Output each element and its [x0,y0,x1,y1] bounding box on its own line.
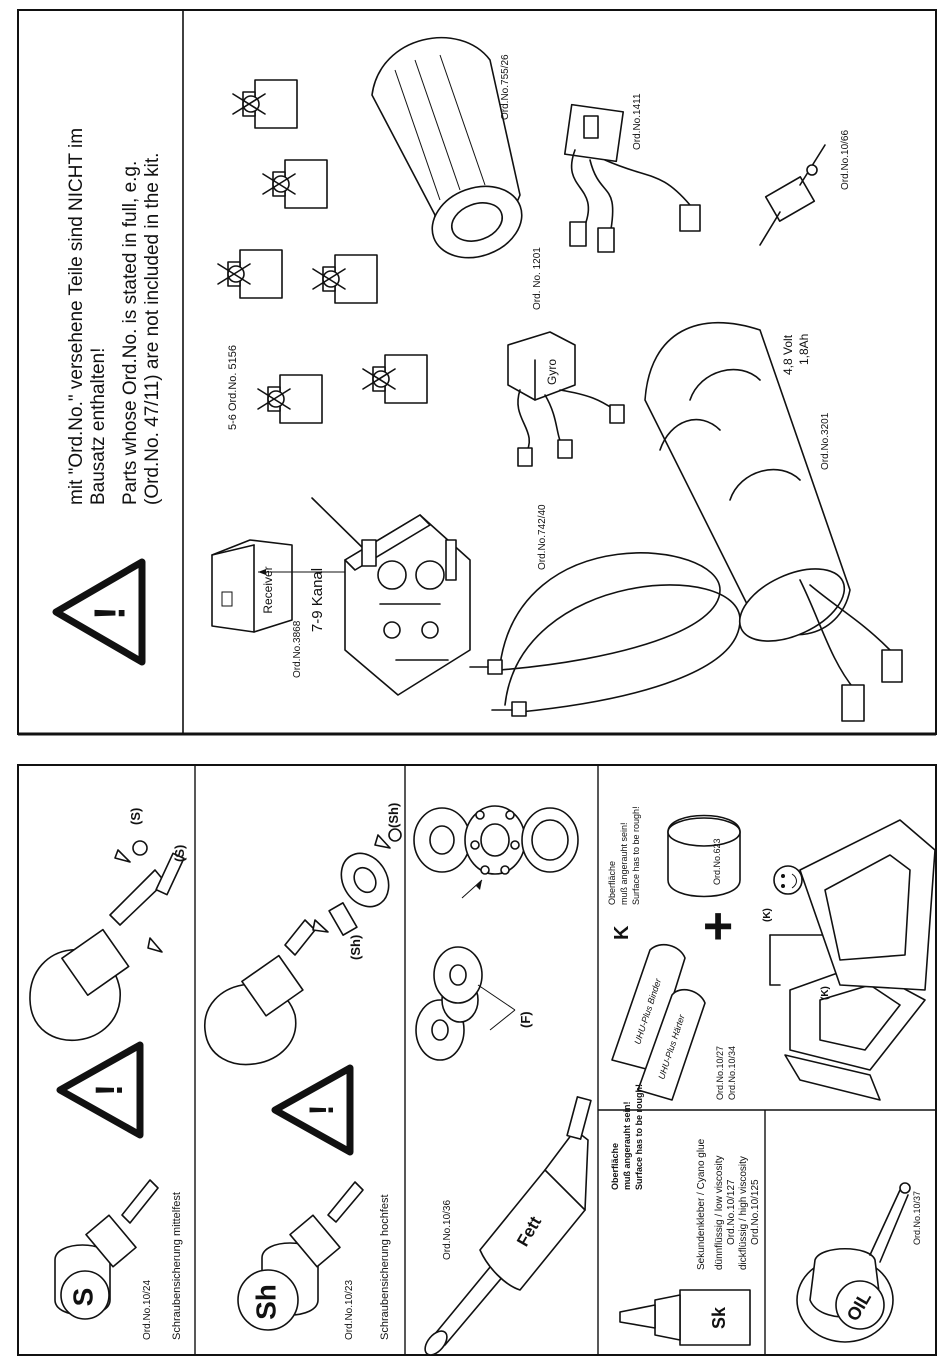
cyano-low-visc: dünnflüssig / low viscosity [714,1156,725,1271]
epoxy-rough-de: Oberfläche [607,861,617,905]
threadlock-s-caption: Schraubensicherung mittelfest [171,1192,183,1340]
threadlock-s-callout-1: (S) [128,808,143,825]
threadlock-sh-ord: Ord.No.10/23 [344,1280,355,1340]
grease-callout: (F) [518,1011,533,1028]
note-de-line-2: Bausatz enthalten! [88,348,109,505]
warning-mark: ! [86,606,135,621]
cyano-title: Sekundenkleber / Cyano glue [696,1138,707,1270]
note-en-line-1: Parts whose Ord.No. is stated in full, e… [120,161,141,505]
cable-ties-ord: Ord.No.742/40 [537,504,548,570]
receiver-ord: Ord.No.3868 [292,620,303,678]
cyano-letter: Sk [709,1306,729,1329]
epoxy-rough-de-2: muß angerauht sein! [619,822,629,905]
warning-triangle-icon: ! [56,1041,144,1139]
fuel-filter-ord: Ord.No.10/66 [840,130,851,190]
bearing-icon [413,805,579,875]
threadlock-sh-warning-mark: ! [303,1104,341,1115]
battery-voltage: 4,8 Volt [781,334,795,375]
cyano-high-visc: dickflüssig / high viscosity [738,1156,749,1270]
threadlock-s-large-bottle-icon [29,869,166,1042]
threadlock-sh-callout-2: (Sh) [386,803,401,828]
epoxy-hardener-tube-icon: UHU-Plus Härter [637,988,706,1101]
fuel-filter-illustration: Ord.No.10/66 [759,130,851,246]
epoxy-ord-1: Ord.No.10/27 [715,1046,725,1100]
threadlock-s-warning-mark: ! [89,1084,131,1097]
switch-ord: Ord.No.1411 [632,93,643,150]
epoxy-jar-icon: Ord.No.623 [667,814,741,898]
epoxy-plus: + [703,898,733,956]
battery-capacity: 1,8Ah [797,334,811,365]
receiver-label: Receiver [261,566,275,613]
threadlock-sh-large-bottle-icon [204,919,316,1066]
threadlock-s-callout-2: (S) [172,845,187,862]
threadlock-strong-section: Sh Ord.No.10/23 Schraubensicherung hochf… [204,803,402,1340]
cyano-bottle-icon: Sk [619,1289,751,1346]
gyro-illustration: Gyro Ord. No. 1201 [507,247,625,467]
threadlock-sh-caption: Schraubensicherung hochfest [379,1194,391,1340]
adhesives-panel [17,764,937,1356]
threadlock-sh-callout-1: (Sh) [348,935,363,960]
threadlock-s-bottle-icon: S [54,1179,159,1320]
note-de-line-1: mit "Ord.No." versehene Teile sind NICHT… [66,128,87,505]
bonded-plates-illustration [784,819,936,1101]
cyano-section: Oberfläche muß angerauht sein! Surface h… [610,1084,761,1346]
grease-ord: Ord.No.10/36 [442,1200,453,1260]
cable-ties-illustration: Ord.No.742/40 [469,504,741,717]
gear-icon [415,946,483,1061]
note-en-line-2: (Ord.No. 47/11) are not included in the … [142,153,163,505]
epoxy-callout-2: (K) [820,986,831,1000]
epoxy-callout-1: (K) [762,908,773,922]
oil-ord: Ord.No.10/37 [912,1191,922,1245]
epoxy-letter: K [611,925,633,940]
threadlock-medium-section: S Ord.No.10/24 Schraubensicherung mittel… [29,808,187,1340]
receiver-illustration: Receiver Ord.No.3868 [211,539,303,678]
cyano-rough-de-2: muß angerauht sein! [622,1101,632,1190]
not-included-note: mit "Ord.No." versehene Teile sind NICHT… [66,128,163,505]
cyano-low-ord: Ord.No.10/127 [726,1179,737,1245]
warning-triangle-icon: ! [271,1064,354,1156]
epoxy-section: K Oberfläche muß angerauht sein! Surface… [607,806,936,1101]
foam-tube-ord: Ord.No.755/26 [500,54,511,120]
required-parts-panel: ! mit "Ord.No." versehene Teile sind NIC… [17,9,937,736]
oil-section: OIL Ord.No.10/37 [796,1182,922,1343]
gyro-ord: Ord. No. 1201 [532,247,543,310]
battery-ord: Ord.No.3201 [820,412,831,470]
epoxy-jar-ord: Ord.No.623 [712,838,722,885]
cyano-high-ord: Ord.No.10/125 [750,1179,761,1245]
cyano-rough-en: Surface has to be rough! [634,1084,644,1190]
grease-section: Fett Ord.No.10/36 (F) [413,805,592,1356]
threadlock-sh-letter: Sh [250,1284,281,1320]
transmitter-channels: 7-9 Kanal [309,568,326,632]
warning-triangle-icon: ! [52,558,146,666]
grease-tube-icon: Fett [424,1096,592,1356]
foam-tube-illustration: Ord.No.755/26 [371,36,523,259]
oil-can-icon: OIL [796,1182,911,1343]
epoxy-binder-tube-icon: UHU-Plus Binder [611,943,686,1071]
gyro-label: Gyro [545,359,559,385]
servo-group [217,79,428,424]
smiley-icon [773,865,803,895]
transmitter-illustration [311,497,471,696]
epoxy-rough-en: Surface has to be rough! [631,806,641,905]
threadlock-s-ord: Ord.No.10/24 [142,1280,153,1340]
battery-pack-illustration: 4,8 Volt 1,8Ah Ord.No.3201 [644,321,903,722]
switch-harness-illustration: Ord.No.1411 [563,93,701,253]
servos-ord: 5-6 Ord.No. 5156 [227,345,239,430]
threadlock-s-letter: S [67,1288,98,1307]
threadlock-sh-bottle-icon: Sh [237,1181,364,1331]
cyano-rough-de: Oberfläche [610,1143,620,1190]
epoxy-ord-2: Ord.No.10/34 [727,1046,737,1100]
